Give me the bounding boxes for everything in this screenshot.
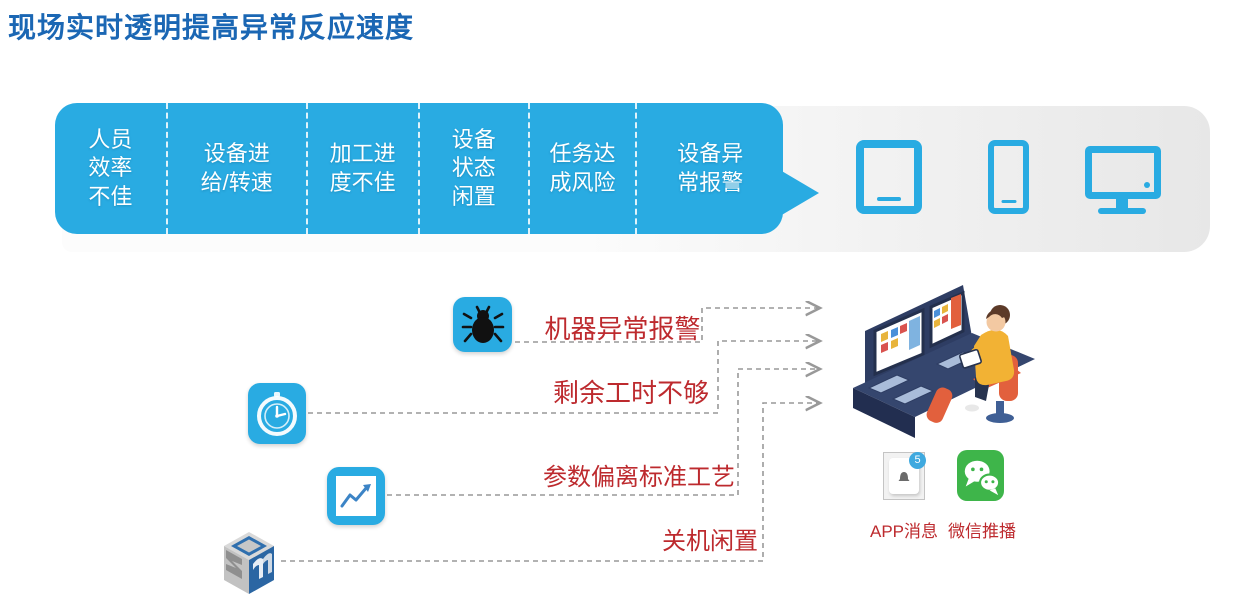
alert-label-machine-alarm: 机器异常报警 (544, 314, 701, 344)
bug-icon (453, 297, 512, 352)
clock-icon (248, 383, 306, 444)
trend-chart-icon (327, 467, 385, 525)
clock-glyph (257, 391, 297, 436)
app-bell-glyph (898, 472, 910, 481)
banner-item-idle-status: 设备 状态 闲置 (420, 103, 530, 234)
banner-item-task-risk: 任务达 成风险 (530, 103, 638, 234)
wechat-icon (957, 450, 1004, 501)
issue-banner: 人员 效率 不佳 设备进 给/转速 加工进 度不佳 设备 状态 闲置 任务达 成… (55, 103, 783, 234)
alert-label-remaining-hours: 剩余工时不够 (552, 378, 709, 408)
trend-chart-canvas (336, 476, 376, 516)
banner-item-label: 任务达 成风险 (549, 140, 616, 195)
app-message-icon: 5 (883, 452, 926, 500)
alert-label-shutdown-idle: 关机闲置 (662, 528, 758, 555)
banner-item-label: 人员 效率 不佳 (88, 126, 133, 209)
banner-item-staff-efficiency: 人员 效率 不佳 (55, 103, 168, 234)
wechat-push-label: 微信推播 (948, 522, 1016, 541)
monitor-icon (1085, 146, 1161, 199)
app-card: 5 (889, 452, 926, 494)
wechat-bubbles-glyph (964, 460, 1000, 495)
banner-item-feed-speed: 设备进 给/转速 (168, 103, 308, 234)
monitor-stand-neck (1116, 199, 1128, 209)
control-station-illustration (853, 285, 1035, 438)
app-message-label: APP消息 (869, 522, 939, 541)
banner-arrow-tip (780, 170, 819, 216)
banner-item-label: 设备异 常报警 (677, 140, 744, 195)
page-title: 现场实时透明提高异常反应速度 (8, 12, 415, 43)
banner-item-label: 设备 状态 闲置 (451, 126, 496, 209)
banner-item-abnormal-alarm: 设备异 常报警 (637, 103, 783, 234)
phone-icon (988, 140, 1029, 214)
machine-logo-icon (224, 532, 274, 594)
tablet-icon (856, 140, 922, 214)
monitor-power-dot (1144, 182, 1150, 188)
alert-label-parameter-deviation: 参数偏离标准工艺 (543, 464, 735, 491)
banner-item-label: 加工进 度不佳 (329, 140, 396, 195)
monitor-stand-base (1098, 208, 1146, 214)
banner-item-label: 设备进 给/转速 (200, 140, 273, 195)
notification-badge: 5 (909, 452, 926, 469)
trend-line-glyph (340, 484, 371, 508)
banner-item-processing-progress: 加工进 度不佳 (308, 103, 420, 234)
bug-glyph (461, 305, 504, 343)
